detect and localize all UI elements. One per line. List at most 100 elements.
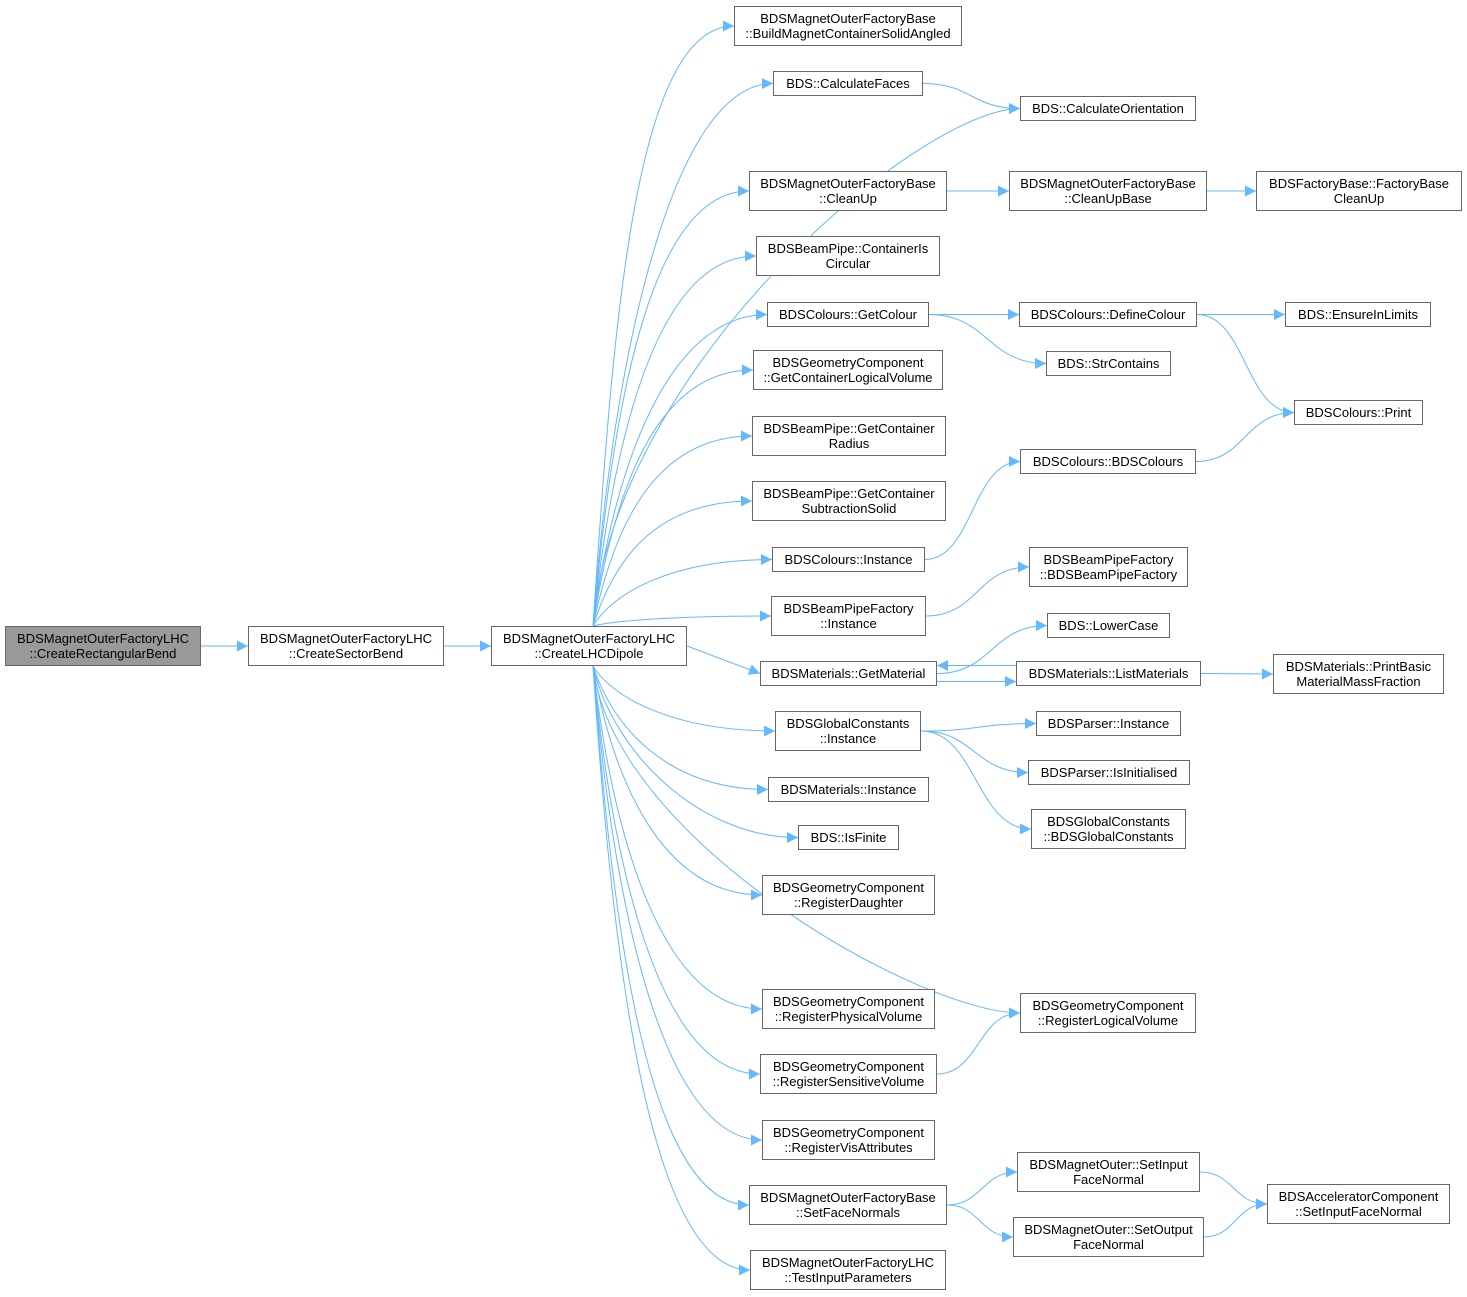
graph-node[interactable]: BDS::EnsureInLimits — [1285, 302, 1431, 327]
node-label-line: BDSColours::Print — [1305, 405, 1412, 420]
call-edge — [592, 430, 753, 627]
graph-node[interactable]: BDSColours::Print — [1294, 400, 1423, 425]
graph-node[interactable]: BDSAcceleratorComponent::SetInputFaceNor… — [1267, 1184, 1450, 1224]
call-edge — [920, 730, 1032, 835]
node-label-line: BDSMagnetOuterFactoryLHC — [503, 631, 675, 646]
graph-node[interactable]: BDSMagnetOuterFactoryLHC::CreateSectorBe… — [248, 626, 444, 666]
call-edge — [920, 730, 1029, 778]
node-label-line: ::TestInputParameters — [784, 1270, 912, 1285]
node-label-line: BDS::LowerCase — [1058, 618, 1159, 633]
node-label-line: BDSAcceleratorComponent — [1278, 1189, 1439, 1204]
graph-node[interactable]: BDSMagnetOuterFactoryBase::SetFaceNormal… — [749, 1185, 947, 1225]
graph-node[interactable]: BDSGeometryComponent::GetContainerLogica… — [753, 350, 943, 390]
node-label-line: BDSGeometryComponent — [772, 880, 924, 895]
call-edge — [592, 554, 773, 627]
node-label-line: ::BDSBeamPipeFactory — [1039, 567, 1178, 582]
graph-node[interactable]: BDSGlobalConstants::Instance — [775, 711, 921, 751]
graph-node[interactable]: BDS::IsFinite — [798, 825, 899, 850]
node-label-line: Circular — [825, 256, 871, 271]
graph-node[interactable]: BDSColours::GetColour — [767, 302, 929, 327]
graph-node[interactable]: BDS::CalculateOrientation — [1020, 96, 1196, 121]
graph-node[interactable]: BDSMagnetOuterFactoryLHC::TestInputParam… — [750, 1250, 946, 1290]
call-edge — [686, 645, 761, 675]
node-label-line: BDSColours::BDSColours — [1032, 454, 1184, 469]
node-label-line: ::BDSGlobalConstants — [1043, 829, 1174, 844]
graph-node[interactable]: BDSMagnetOuterFactoryBase::CleanUp — [749, 171, 947, 211]
node-label-line: BDSMagnetOuterFactoryBase — [760, 1190, 936, 1205]
graph-node[interactable]: BDSMaterials::Instance — [768, 777, 929, 802]
graph-node[interactable]: BDSGeometryComponent::RegisterLogicalVol… — [1020, 993, 1196, 1033]
call-edge — [592, 309, 768, 627]
graph-node[interactable]: BDSMaterials::GetMaterial — [760, 661, 937, 686]
call-edge — [592, 665, 763, 901]
call-edge — [592, 665, 763, 1146]
node-label-line: BDSGeometryComponent — [772, 1059, 924, 1074]
graph-node[interactable]: BDSGeometryComponent::RegisterVisAttribu… — [762, 1120, 935, 1160]
graph-node[interactable]: BDSGlobalConstants::BDSGlobalConstants — [1031, 809, 1186, 849]
node-label-line: ::CleanUpBase — [1064, 191, 1152, 206]
call-edge — [592, 20, 735, 627]
node-label-line: MaterialMassFraction — [1296, 674, 1421, 689]
call-edge — [592, 364, 754, 627]
node-label-line: BDS::EnsureInLimits — [1298, 307, 1418, 322]
node-label-line: ::CreateSectorBend — [288, 646, 404, 661]
graph-node[interactable]: BDSColours::DefineColour — [1019, 302, 1197, 327]
call-edge — [925, 561, 1030, 617]
node-label-line: ::RegisterVisAttributes — [784, 1140, 913, 1155]
call-edge — [946, 1166, 1018, 1206]
call-edge — [592, 250, 757, 627]
graph-node[interactable]: BDS::StrContains — [1046, 351, 1171, 376]
call-edge — [946, 1204, 1014, 1243]
graph-node[interactable]: BDSColours::BDSColours — [1020, 449, 1196, 474]
call-edge — [592, 665, 769, 795]
graph-node[interactable]: BDSBeamPipeFactory::BDSBeamPipeFactory — [1029, 547, 1188, 587]
graph-node[interactable]: BDSBeamPipeFactory::Instance — [771, 596, 926, 636]
graph-node[interactable]: BDSGeometryComponent::RegisterPhysicalVo… — [762, 989, 935, 1029]
node-label-line: ::Instance — [820, 616, 877, 631]
node-label-line: BDSBeamPipe::GetContainer — [763, 421, 935, 436]
call-edge — [592, 665, 776, 737]
node-label-line: ::GetContainerLogicalVolume — [763, 370, 933, 385]
node-label-line: ::RegisterLogicalVolume — [1037, 1013, 1179, 1028]
graph-node[interactable]: BDS::LowerCase — [1047, 613, 1170, 638]
node-label-line: BDSGeometryComponent — [772, 994, 924, 1009]
graph-node[interactable]: BDSGeometryComponent::RegisterDaughter — [762, 875, 935, 915]
graph-node[interactable]: BDSMaterials::ListMaterials — [1016, 661, 1201, 686]
graph-node[interactable]: BDS::CalculateFaces — [773, 71, 923, 96]
node-label-line: BDSColours::DefineColour — [1030, 307, 1186, 322]
call-edge — [1196, 314, 1295, 418]
node-label-line: BDSGlobalConstants — [1047, 814, 1170, 829]
node-label-line: BDSMaterials::GetMaterial — [771, 666, 926, 681]
graph-node[interactable]: BDSMagnetOuterFactoryBase::BuildMagnetCo… — [734, 6, 962, 46]
call-edge — [592, 665, 751, 1276]
graph-node[interactable]: BDSColours::Instance — [772, 547, 925, 572]
graph-node[interactable]: BDSMagnetOuterFactoryLHC::CreateLHCDipol… — [491, 626, 687, 666]
graph-node[interactable]: BDSParser::IsInitialised — [1028, 760, 1190, 785]
call-edge — [592, 665, 799, 843]
node-label-line: BDS::StrContains — [1057, 356, 1160, 371]
graph-node[interactable]: BDSGeometryComponent::RegisterSensitiveV… — [760, 1054, 937, 1094]
node-label-line: BDSMagnetOuterFactoryLHC — [762, 1255, 934, 1270]
node-label-line: BDSBeamPipe::ContainerIs — [767, 241, 929, 256]
call-edge — [1203, 1198, 1268, 1238]
node-label-line: ::Instance — [819, 731, 877, 746]
node-label-line: ::CleanUp — [819, 191, 877, 206]
call-edge — [920, 718, 1037, 732]
node-label-line: BDSMagnetOuterFactoryLHC — [260, 631, 432, 646]
node-label-line: BDSMaterials::PrintBasic — [1285, 659, 1432, 674]
node-label-line: ::CreateLHCDipole — [534, 646, 644, 661]
graph-node[interactable]: BDSParser::Instance — [1036, 711, 1181, 736]
node-label-line: ::SetInputFaceNormal — [1295, 1204, 1422, 1219]
node-label-line: BDS::CalculateOrientation — [1032, 101, 1184, 116]
node-label-line: FaceNormal — [1073, 1172, 1144, 1187]
node-label-line: BDSFactoryBase::FactoryBase — [1269, 176, 1449, 191]
graph-node[interactable]: BDSMagnetOuterFactoryBase::CleanUpBase — [1009, 171, 1207, 211]
